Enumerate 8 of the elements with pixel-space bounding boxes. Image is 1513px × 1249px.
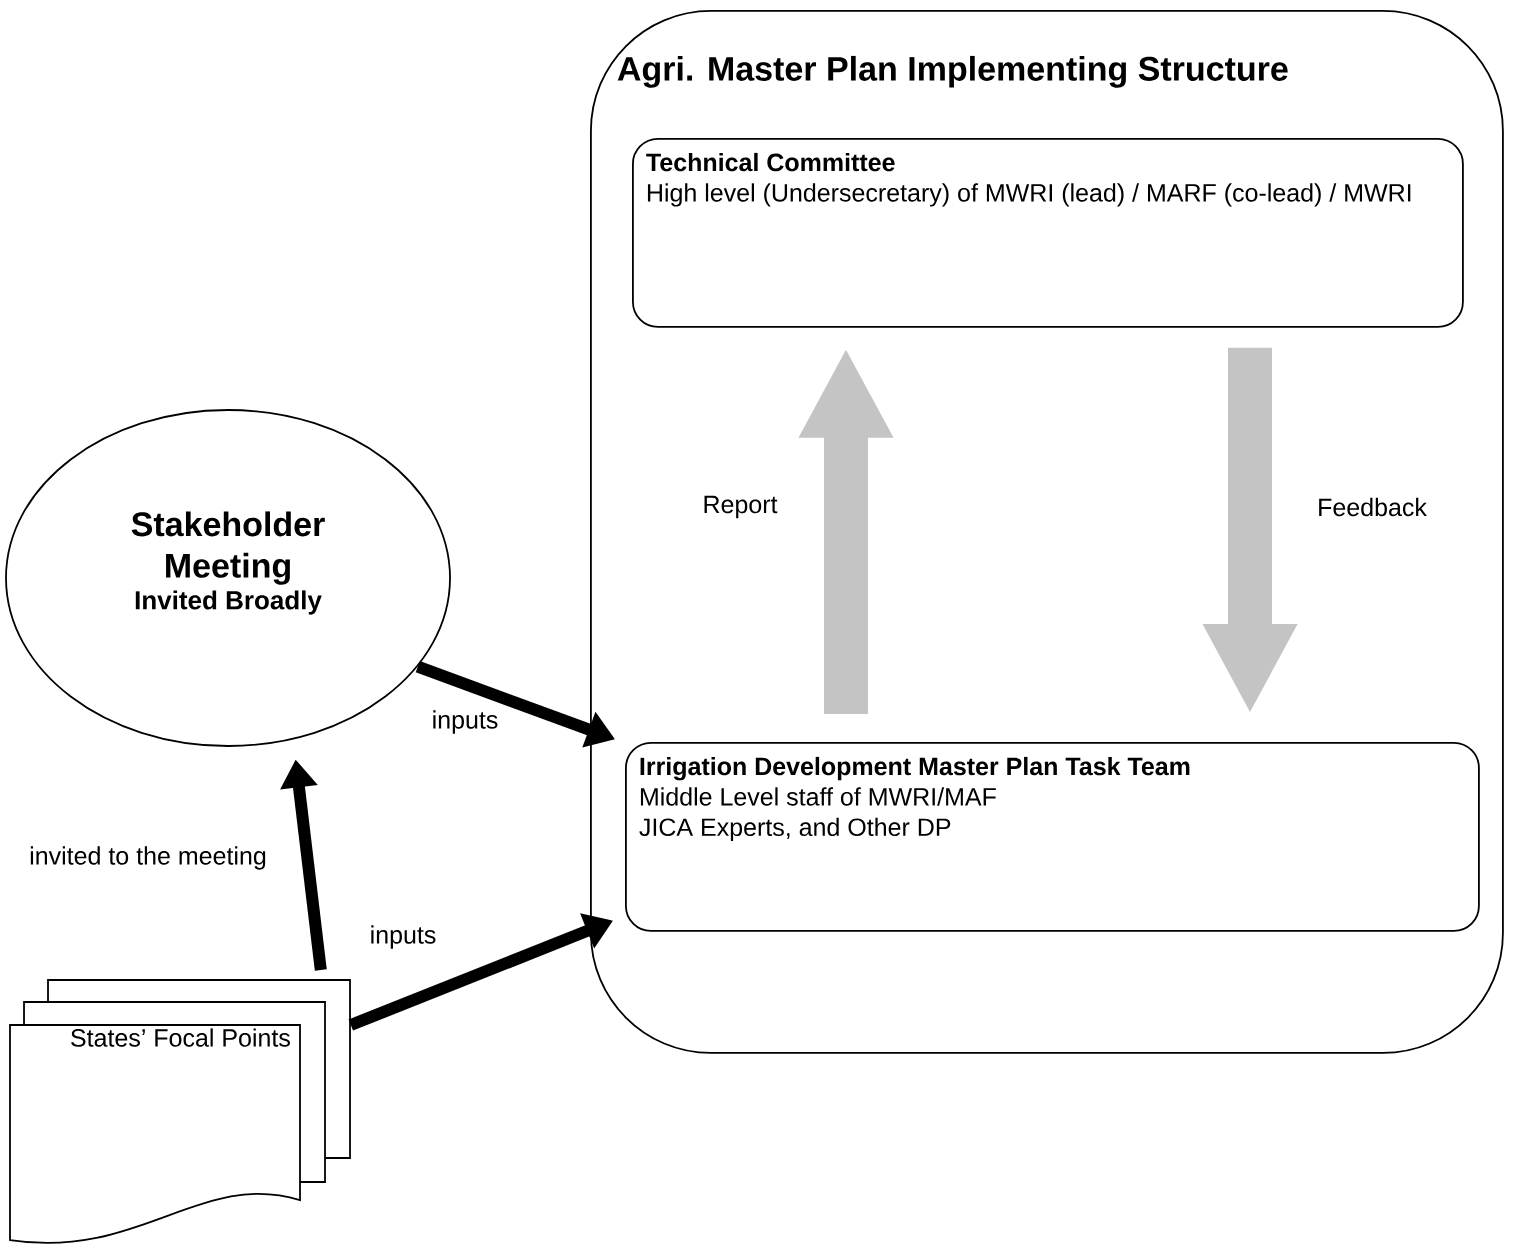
- edge-label: Report: [700, 493, 780, 521]
- process-box: Irrigation Development Master Plan Task Team Middle Level staff of MWRI/MAF JICA Experts, and Other DP: [625, 742, 1480, 932]
- edge-label: Feedback: [1315, 495, 1429, 519]
- document-stack: States’ Focal Points: [9, 979, 351, 1244]
- node-label: States’ Focal Points: [71, 1028, 290, 1047]
- edge-label: inputs: [367, 923, 439, 951]
- edge-label: invited to the meeting: [27, 844, 269, 872]
- process-box: Technical Committee High level (Undersecretary) of MWRI (lead) / MARF (co-lead) / MWRI: [632, 138, 1464, 328]
